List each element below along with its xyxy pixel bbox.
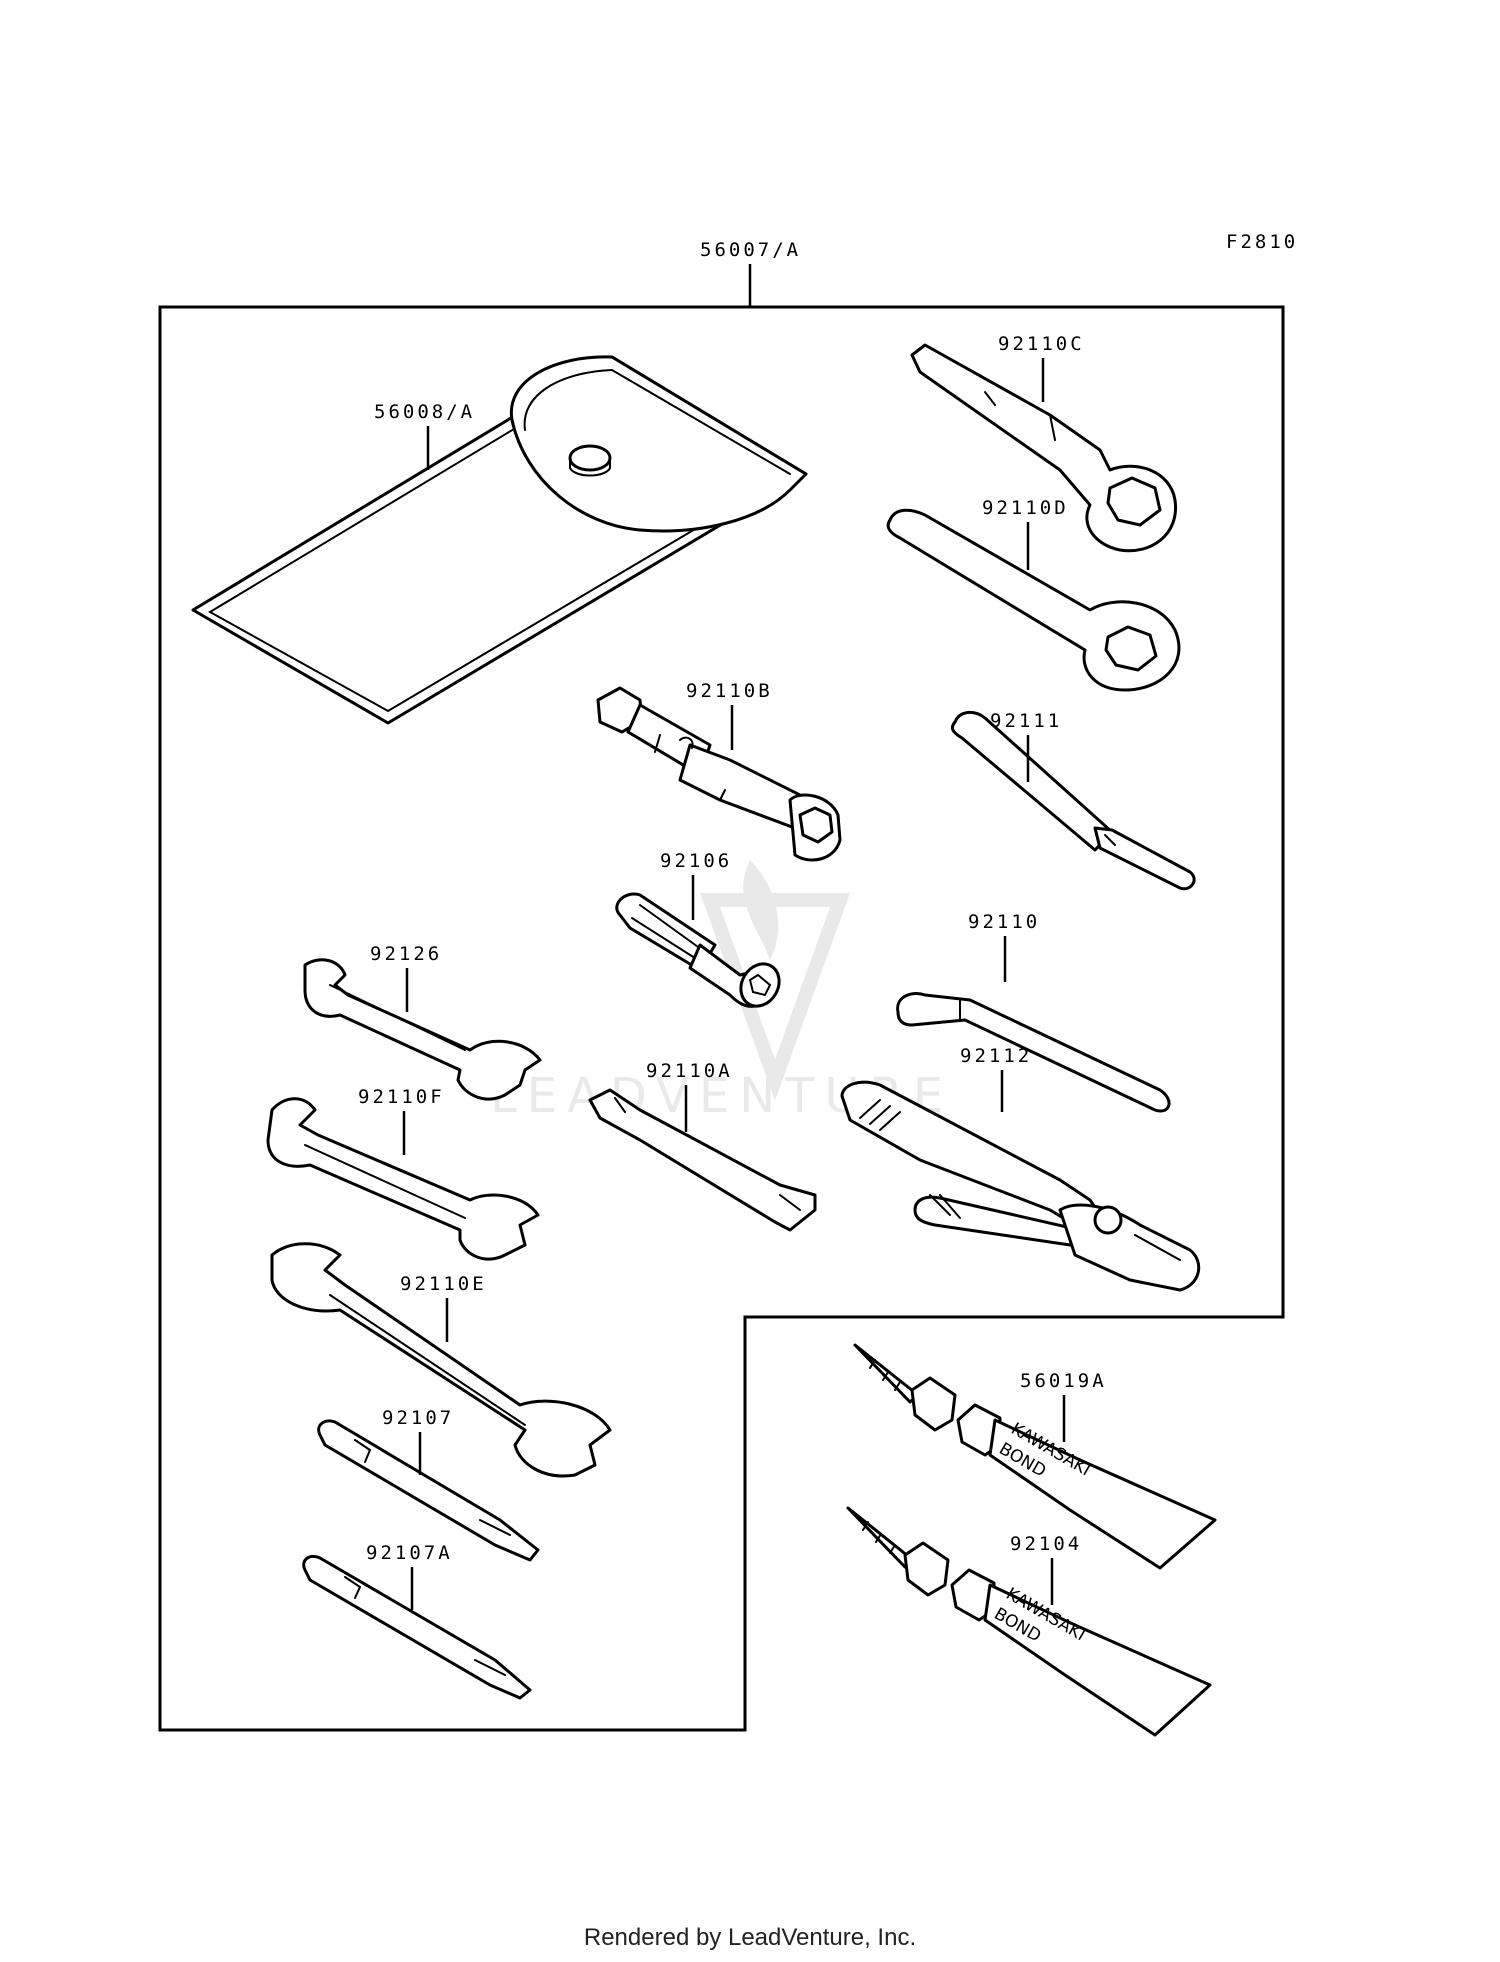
label-92110b[interactable]: 92110B bbox=[686, 680, 773, 702]
spoke-wrench-92110a[interactable] bbox=[588, 1088, 817, 1232]
ring-wrench-92110c[interactable] bbox=[910, 343, 1178, 553]
spark-plug-wrench-92110b[interactable] bbox=[596, 686, 842, 862]
label-92110e[interactable]: 92110E bbox=[400, 1273, 487, 1295]
label-92107[interactable]: 92107 bbox=[382, 1407, 454, 1429]
label-92112[interactable]: 92112 bbox=[960, 1045, 1032, 1067]
footer-credit: Rendered by LeadVenture, Inc. bbox=[583, 1924, 917, 1951]
label-92104[interactable]: 92104 bbox=[1010, 1533, 1082, 1555]
handle-92111[interactable] bbox=[950, 711, 1196, 891]
label-92110f[interactable]: 92110F bbox=[358, 1086, 445, 1108]
label-92106[interactable]: 92106 bbox=[660, 850, 732, 872]
bond-tube-56019a[interactable]: KAWASAKI BOND bbox=[853, 1343, 1217, 1570]
pliers-92112[interactable] bbox=[840, 1080, 1201, 1292]
kit-border bbox=[158, 305, 1285, 1732]
wrench-92110e[interactable] bbox=[270, 1242, 612, 1478]
bond-tube-92104[interactable]: KAWASAKI BOND bbox=[846, 1506, 1212, 1737]
label-56008a[interactable]: 56008/A bbox=[374, 401, 475, 423]
screwdriver-bit-92107[interactable] bbox=[317, 1419, 540, 1562]
label-92110[interactable]: 92110 bbox=[968, 911, 1040, 933]
figure-code: F2810 bbox=[1226, 231, 1298, 253]
label-56019a[interactable]: 56019A bbox=[1020, 1370, 1107, 1392]
screwdriver-bit-92107a[interactable] bbox=[302, 1554, 532, 1700]
watermark: LEADVENTURE bbox=[490, 860, 943, 1124]
wrench-92126[interactable] bbox=[303, 958, 542, 1101]
label-56007a[interactable]: 56007/A bbox=[700, 239, 801, 261]
label-92110c[interactable]: 92110C bbox=[998, 333, 1085, 355]
ring-wrench-92110d[interactable] bbox=[886, 508, 1181, 692]
wrench-92110f[interactable] bbox=[266, 1097, 540, 1261]
label-92111[interactable]: 92111 bbox=[990, 710, 1062, 732]
adapter-92106[interactable] bbox=[615, 892, 787, 1013]
label-92110a[interactable]: 92110A bbox=[646, 1060, 733, 1082]
label-92126[interactable]: 92126 bbox=[370, 943, 442, 965]
pouch-56008a[interactable] bbox=[191, 355, 808, 725]
label-92110d[interactable]: 92110D bbox=[982, 497, 1069, 519]
hex-key-92110[interactable] bbox=[896, 992, 1171, 1113]
label-92107a[interactable]: 92107A bbox=[366, 1542, 453, 1564]
